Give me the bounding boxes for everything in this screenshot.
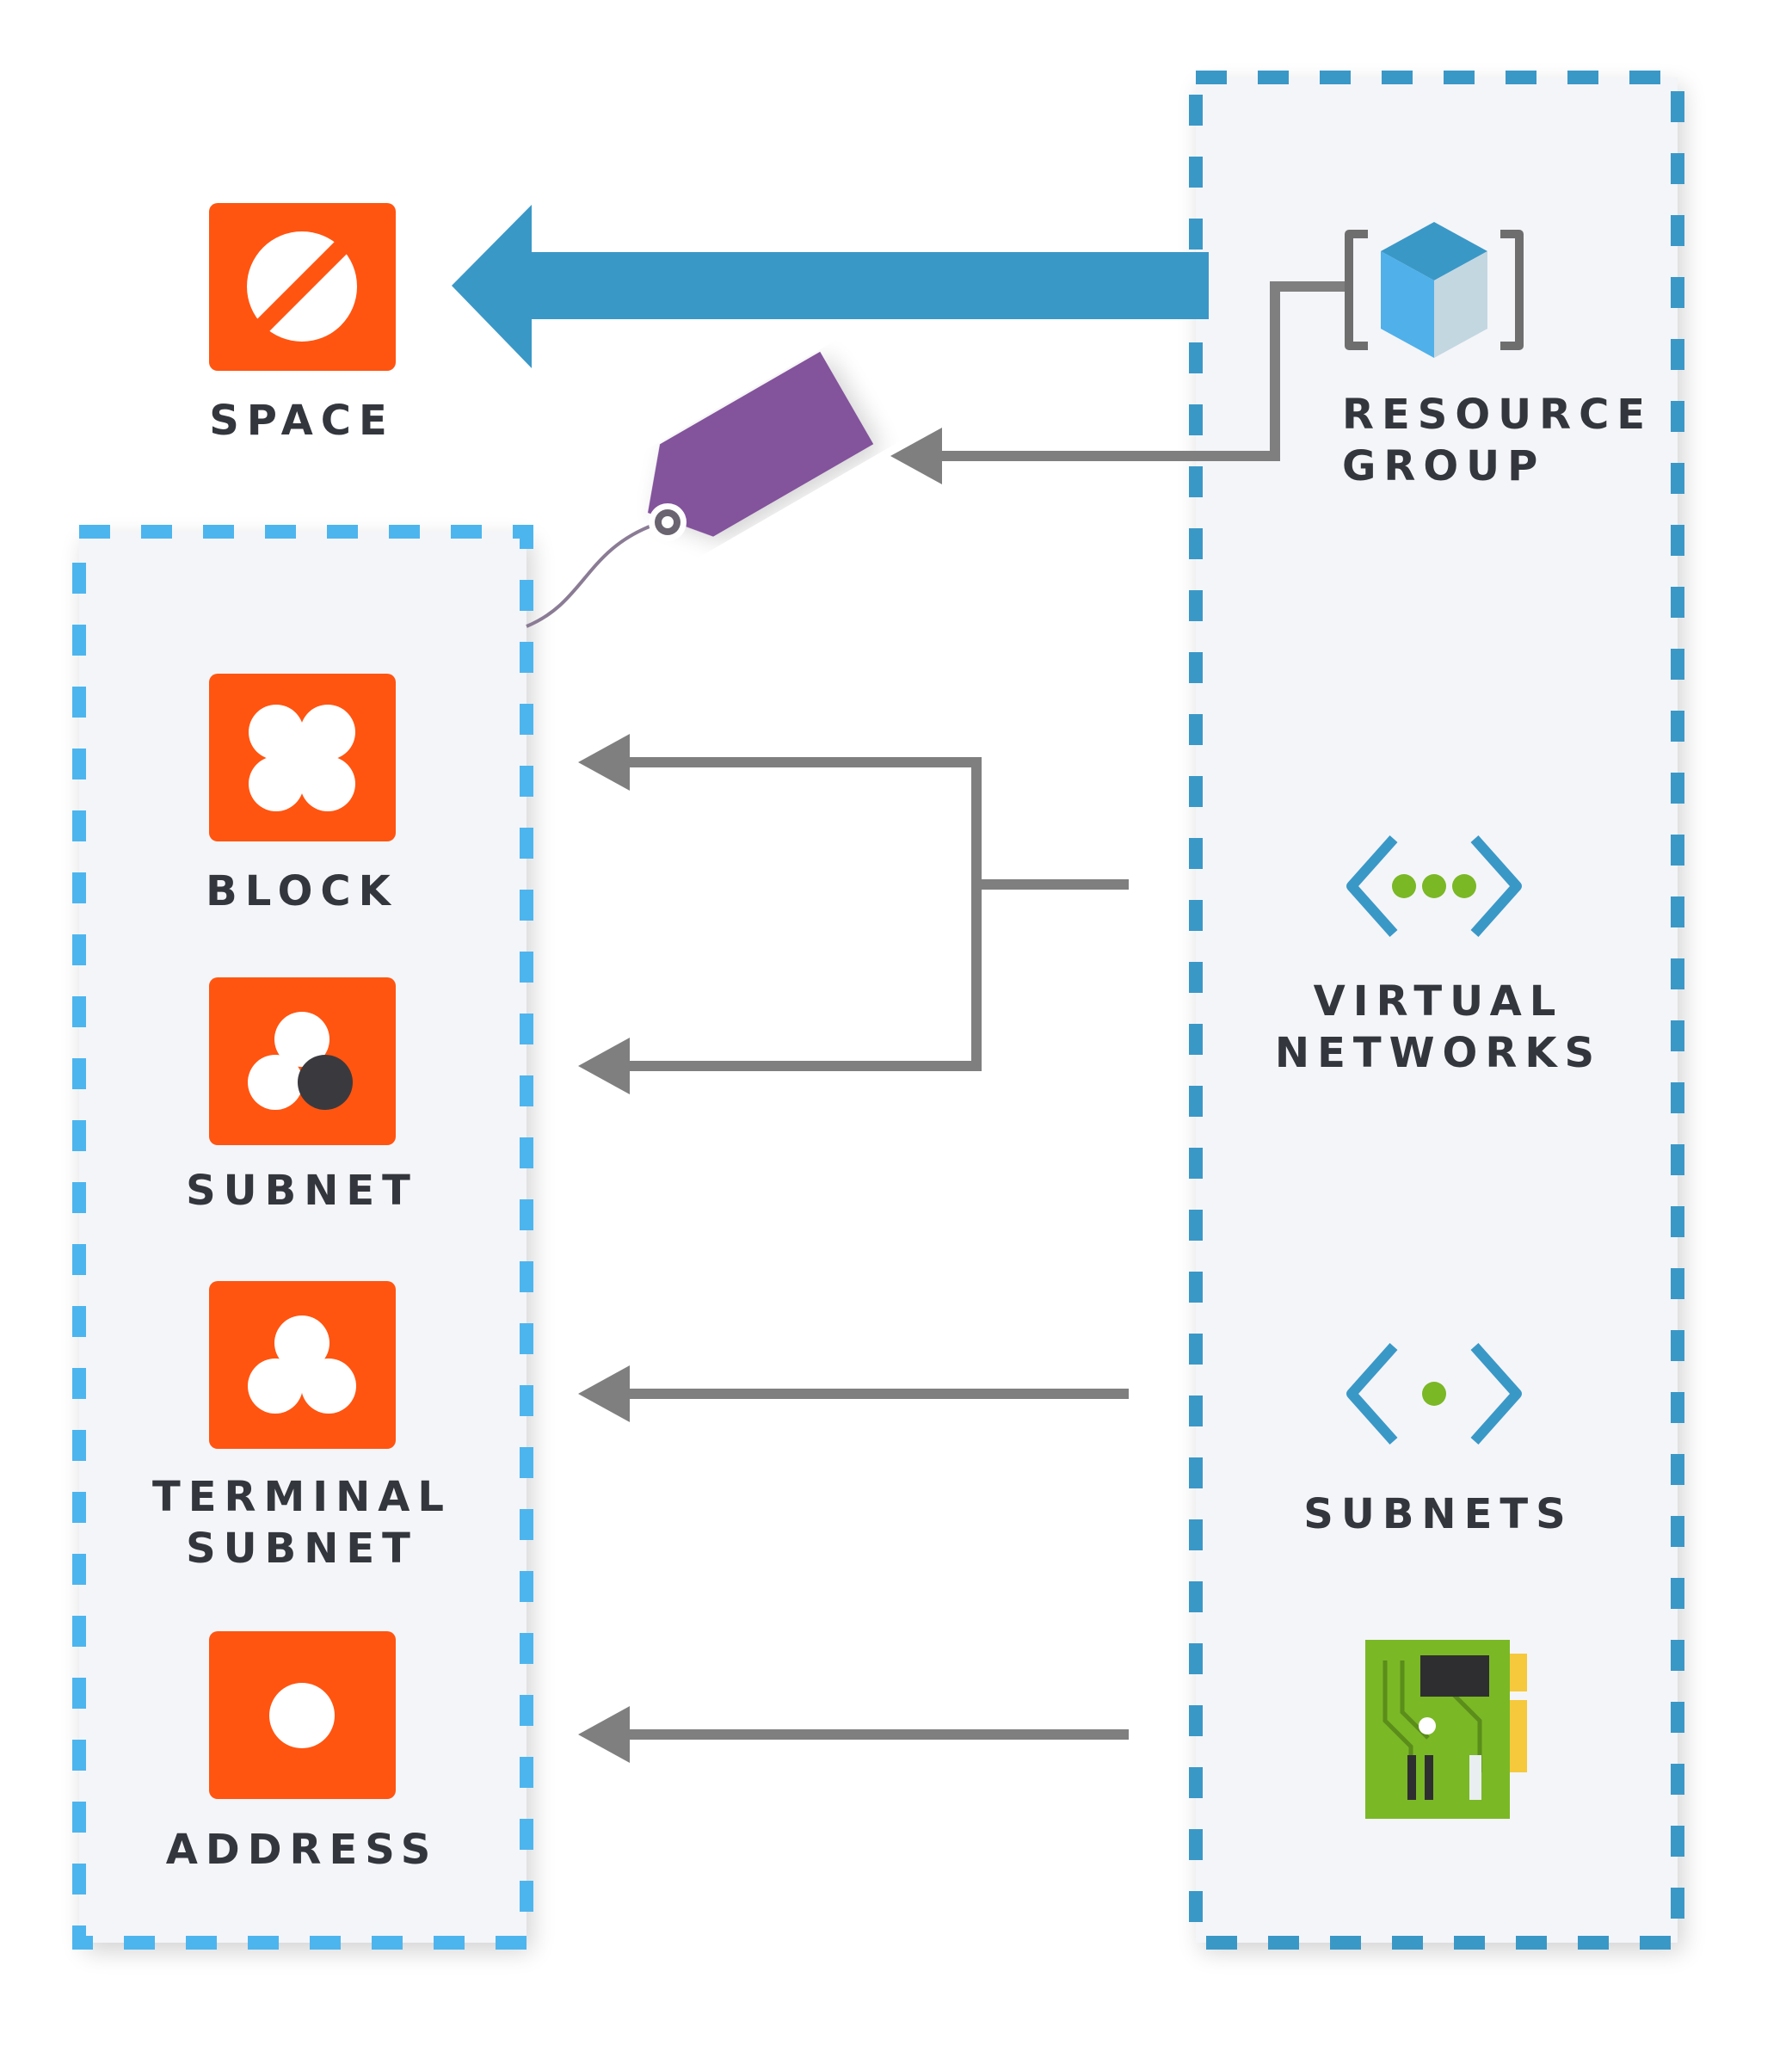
- resource-group-label-line1: RESOURCE: [1342, 391, 1653, 439]
- resource-group-label-line2: GROUP: [1342, 442, 1545, 490]
- subnet-brackets-icon: [1346, 1343, 1522, 1445]
- terminal-subnet-label-line2: SUBNET: [186, 1525, 418, 1573]
- virtual-networks-label-line1: VIRTUAL: [1314, 977, 1564, 1026]
- tag-icon: [526, 351, 874, 628]
- resource-group-cube-icon: [1345, 222, 1524, 358]
- subnet-tile: [209, 977, 396, 1145]
- address-tile: [209, 1631, 396, 1799]
- virtual-network-icon: [1346, 835, 1522, 937]
- virtual-networks-label-line2: NETWORKS: [1275, 1029, 1602, 1077]
- subnets-to-terminal-subnet-arrow: [578, 1365, 1129, 1422]
- address-label: ADDRESS: [166, 1826, 439, 1874]
- subnet-label: SUBNET: [186, 1167, 418, 1215]
- block-label: BLOCK: [206, 867, 398, 915]
- network-interface-to-address-arrow: [578, 1706, 1129, 1763]
- four-circles-icon: [249, 705, 355, 811]
- terminal-subnet-label-line1: TERMINAL: [152, 1473, 452, 1521]
- block-tile: [209, 674, 396, 841]
- space-tile: [209, 203, 396, 371]
- circle-slash-icon: [247, 231, 357, 342]
- space-label: SPACE: [209, 397, 395, 445]
- virtual-networks-to-block-subnet-arrow: [578, 734, 1129, 1094]
- three-circles-icon: [248, 1315, 356, 1414]
- terminal-subnet-tile: [209, 1281, 396, 1449]
- resource-group-to-tag-arrow: [890, 281, 1346, 484]
- network-card-icon: [1365, 1640, 1527, 1819]
- subnets-label: SUBNETS: [1303, 1490, 1573, 1538]
- three-circles-one-dark-icon: [248, 1012, 353, 1110]
- single-circle-icon: [269, 1683, 335, 1748]
- resource-group-to-space-arrow: [452, 205, 1209, 368]
